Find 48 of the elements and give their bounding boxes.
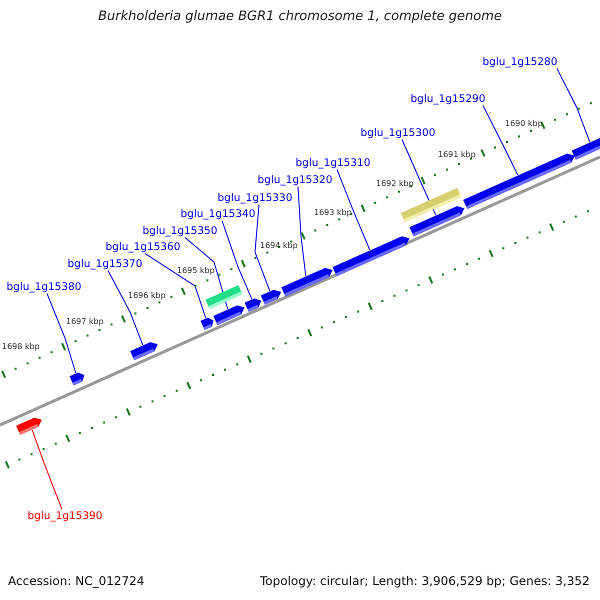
leader-line (402, 139, 436, 216)
gene-label: bglu_1g15380 (6, 280, 82, 294)
title: Burkholderia glumae BGR1 chromosome 1, complete genome (97, 10, 503, 23)
leader-line (184, 237, 228, 310)
gene-feature (16, 418, 42, 435)
gene-label: bglu_1g15360 (106, 240, 180, 254)
leader-line (556, 68, 590, 142)
tick-label: 1694 kbp (260, 240, 298, 252)
tick-label: 1697 kbp (66, 316, 104, 328)
leader-line (482, 105, 518, 176)
tick-label: 1695 kbp (177, 264, 215, 276)
leader-line (336, 169, 370, 250)
gene-feature (130, 342, 158, 360)
tick-label: 1691 kbp (438, 148, 476, 160)
gene-label: bglu_1g15300 (360, 126, 436, 140)
gene-feature (244, 298, 262, 312)
gene-label: bglu_1g15340 (180, 208, 256, 220)
leader-line (32, 430, 62, 510)
gene-label: bglu_1g15350 (142, 224, 218, 238)
leader-line (254, 204, 270, 292)
gene-feature (409, 206, 464, 236)
leader-line (298, 186, 306, 276)
leader-line (144, 253, 206, 318)
gene-feature (332, 236, 410, 276)
leader-line (46, 293, 76, 374)
gene-feature (206, 285, 242, 309)
gene-feature (260, 290, 282, 305)
gene-label: bglu_1g15310 (296, 156, 370, 170)
gene-feature (572, 136, 600, 160)
gene-feature (213, 305, 245, 326)
leader-line (222, 220, 252, 300)
footer-text: Accession: NC_012724 (8, 574, 144, 588)
tick-label: 1690 kbp (505, 118, 543, 130)
gene-feature (70, 372, 84, 386)
gene-label: bglu_1g15370 (68, 258, 142, 270)
leader-line (108, 270, 144, 346)
gene-label: bglu_1g15330 (218, 192, 292, 204)
gene-feature (281, 268, 333, 297)
gene-feature (200, 318, 214, 330)
gene-label: bglu_1g15320 (258, 174, 332, 186)
tick-label: 1698 kbp (2, 340, 40, 352)
gene-label: bglu_1g15390 (28, 510, 102, 522)
footer-text: Topology: circular; Length: 3,906,529 bp; Genes: 3,352 (260, 574, 590, 588)
gene-label: bglu_1g15290 (410, 92, 486, 106)
tick-label: 1692 kbp (376, 178, 414, 190)
tick-label: 1696 kbp (128, 290, 166, 302)
gene-label: bglu_1g15280 (482, 56, 558, 68)
tick-label: 1693 kbp (314, 206, 352, 218)
